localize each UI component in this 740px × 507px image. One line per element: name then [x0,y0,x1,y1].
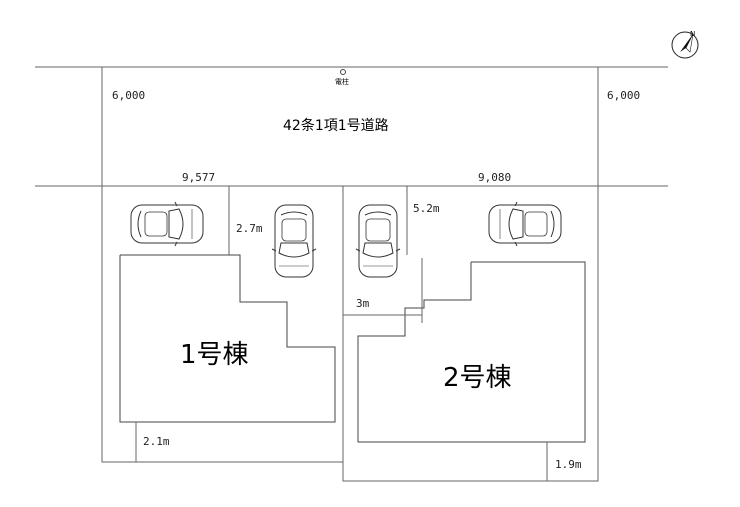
utility-pole-label: 電柱 [335,77,349,86]
north-label: N [690,30,695,38]
road-width-right: 6,000 [607,89,640,102]
dim-2-1m: 2.1m [143,435,170,448]
utility-pole-icon [340,69,346,75]
parked-car-1 [130,201,204,247]
road-width-left: 6,000 [112,89,145,102]
building1-outline [119,254,336,423]
building2-label: 2号棟 [443,363,512,393]
dim-5-2m: 5.2m [413,202,440,215]
building1-label: 1号棟 [180,340,249,370]
lot2-boundary [342,186,599,482]
lot1-boundary [101,186,344,463]
parked-car-3 [355,204,401,278]
road-label: 42条1項1号道路 [283,117,389,134]
parked-car-2 [271,204,317,278]
dim-3m: 3m [356,297,370,310]
frontage-lot2: 9,080 [478,171,511,184]
building2-outline [357,261,586,443]
dim-1-9m: 1.9m [555,458,582,471]
dim-2-7m: 2.7m [236,222,263,235]
parked-car-4 [488,201,562,247]
frontage-lot1: 9,577 [182,171,215,184]
north-arrow-icon: N [671,30,699,59]
